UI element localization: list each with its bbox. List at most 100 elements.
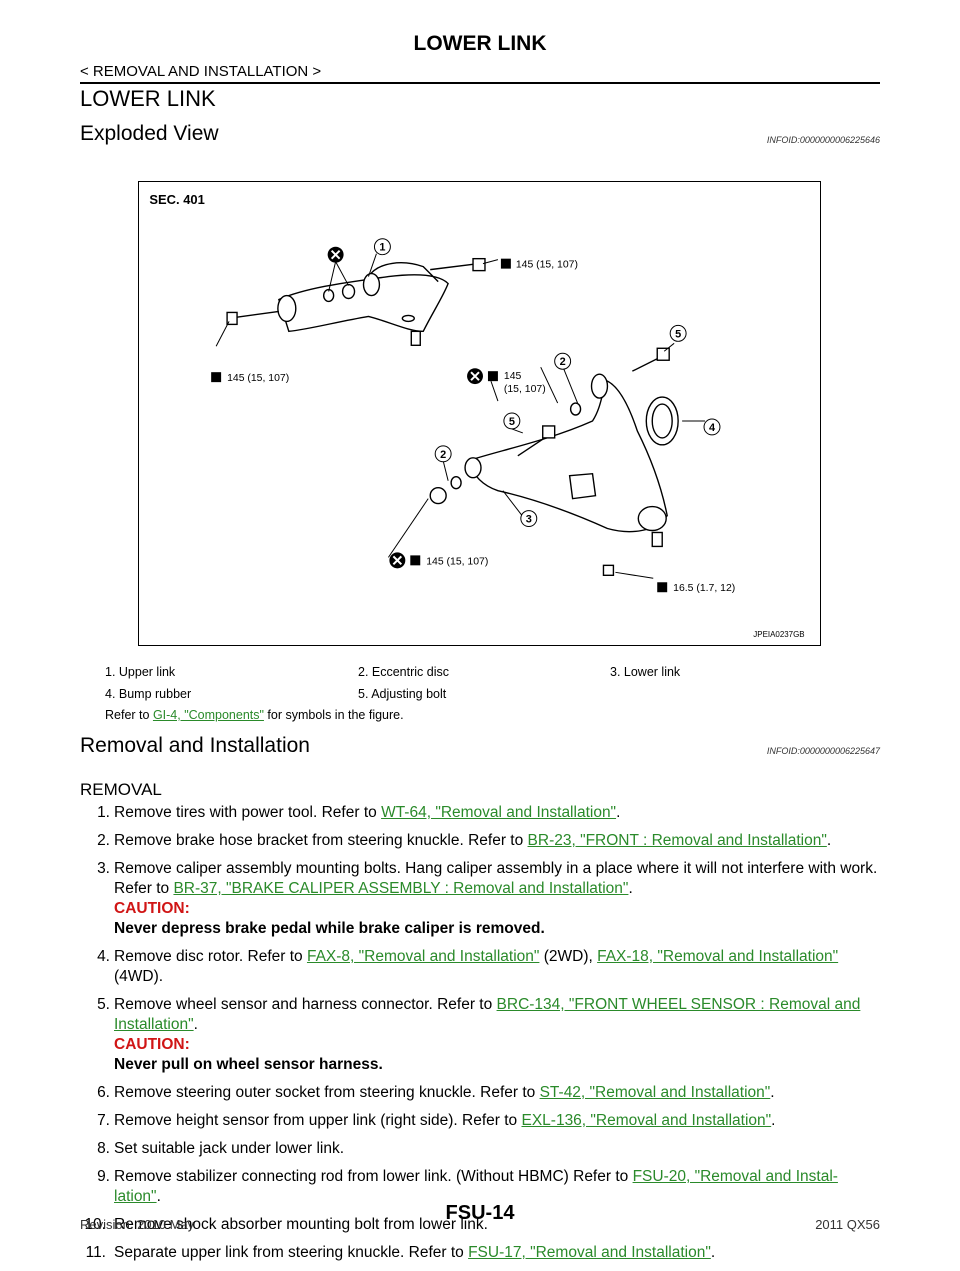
- callouts: 1 2 2 3 4 5 5: [373, 238, 721, 528]
- legend-item: 3. Lower link: [610, 665, 681, 679]
- step-reference-link[interactable]: ST-42, "Removal and Installation": [539, 1084, 771, 1101]
- step-number: 4.: [97, 948, 110, 965]
- removal-step: 10.Remove shock absorber mounting bolt f…: [80, 1215, 880, 1235]
- exploded-view-heading: Exploded View: [80, 122, 219, 145]
- step-text: .: [826, 832, 832, 849]
- wrench-icon: [487, 371, 498, 382]
- step-text: .: [710, 1244, 716, 1261]
- page-number: FSU-14: [445, 1202, 515, 1224]
- step-text: Set suitable jack under lower link.: [114, 1140, 345, 1157]
- step-number: 3.: [97, 860, 110, 877]
- legend-item: 5. Adjusting bolt: [358, 687, 447, 701]
- section-title: LOWER LINK: [80, 86, 216, 111]
- caution-heading: CAUTION:: [114, 900, 190, 917]
- torque-5: 16.5 (1.7, 12): [657, 582, 735, 594]
- step-reference-link[interactable]: WT-64, "Removal and Installation": [381, 804, 617, 821]
- removal-step: 1.Remove tires with power tool. Refer to…: [80, 803, 880, 823]
- step-reference-link[interactable]: BR-37, "BRAKE CALIPER ASSEMBLY : Removal…: [173, 880, 629, 897]
- svg-text:4: 4: [709, 422, 716, 434]
- step-text: Remove stabilizer connecting rod from lo…: [114, 1168, 633, 1185]
- svg-text:145 (15, 107): 145 (15, 107): [516, 260, 578, 271]
- step-text: .: [770, 1084, 775, 1101]
- step-text: Remove brake hose bracket from steering …: [114, 832, 528, 849]
- revision: Revision: 2010 May: [80, 1217, 195, 1232]
- step-reference-link[interactable]: FAX-18, "Removal and Installation": [597, 948, 839, 965]
- step-text: .: [628, 880, 633, 897]
- step-text: .: [156, 1188, 161, 1205]
- removal-step: 2.Remove brake hose bracket from steerin…: [80, 831, 880, 851]
- callout-5a: 5: [669, 324, 687, 342]
- step-text: Remove height sensor from upper link (ri…: [114, 1112, 522, 1129]
- svg-text:5: 5: [509, 416, 515, 428]
- step-number: 11.: [85, 1244, 106, 1261]
- suspension-diagram: SEC. 401: [149, 192, 804, 639]
- wrench-icon: [657, 582, 668, 593]
- leader-lines: [215, 253, 706, 579]
- step-reference-link[interactable]: FSU-17, "Removal and Installation": [468, 1244, 711, 1261]
- step-text: Remove caliper assembly mounting bolts. …: [114, 860, 878, 897]
- svg-text:(15, 107): (15, 107): [504, 384, 546, 395]
- step-text: Remove steering outer socket from steeri…: [114, 1084, 540, 1101]
- wrench-icon: [500, 258, 511, 269]
- step-number: 7.: [97, 1112, 110, 1129]
- upper-link-drawing: [226, 257, 486, 346]
- svg-text:2: 2: [560, 356, 566, 368]
- running-title: LOWER LINK: [413, 32, 547, 55]
- step-reference-link[interactable]: FSU-20, "Removal and Instal-lation": [114, 1168, 838, 1205]
- step-number: 5.: [97, 996, 110, 1013]
- step-number: 8.: [97, 1140, 110, 1157]
- step-text: (2WD),: [539, 948, 598, 965]
- gi-4-components-link[interactable]: GI-4, "Components": [152, 708, 264, 722]
- svg-text:16.5 (1.7, 12): 16.5 (1.7, 12): [673, 583, 735, 594]
- step-text: .: [193, 1016, 198, 1033]
- wrench-icon: [211, 372, 222, 383]
- legend-refer: Refer to GI-4, "Components" for symbols …: [105, 708, 404, 722]
- removal-step: 6.Remove steering outer socket from stee…: [80, 1083, 880, 1103]
- svg-text:145: 145: [504, 371, 522, 382]
- torque-3: 145 (15, 107): [487, 371, 546, 395]
- do-not-reuse-icon: [327, 246, 344, 263]
- step-text: Separate upper link from steering knuckl…: [114, 1244, 469, 1261]
- svg-text:1: 1: [379, 242, 385, 254]
- removal-installation-infoid: INFOID:0000000006225647: [766, 746, 880, 756]
- svg-text:145 (15, 107): 145 (15, 107): [426, 556, 488, 567]
- torque-4: 145 (15, 107): [410, 555, 488, 567]
- torque-labels: 145 (15, 107) 145 (15, 107) 145 (15, 107…: [211, 258, 735, 594]
- step-number: 9.: [97, 1168, 110, 1185]
- do-not-reuse-symbols: [327, 246, 483, 569]
- breadcrumb: < REMOVAL AND INSTALLATION >: [80, 63, 322, 80]
- svg-text:2: 2: [440, 449, 446, 461]
- step-reference-link[interactable]: EXL-136, "Removal and Installation": [521, 1112, 772, 1129]
- step-number: 10.: [84, 1216, 106, 1233]
- removal-installation-heading: Removal and Installation: [80, 734, 310, 757]
- removal-step: 3.Remove caliper assembly mounting bolts…: [80, 859, 880, 939]
- step-text: Remove tires with power tool. Refer to: [114, 804, 382, 821]
- model: 2011 QX56: [815, 1217, 880, 1232]
- callout-3: 3: [520, 510, 538, 528]
- callout-1: 1: [373, 238, 391, 256]
- step-number: 6.: [97, 1084, 110, 1101]
- removal-subheading: REMOVAL: [80, 780, 162, 799]
- removal-step: 7.Remove height sensor from upper link (…: [80, 1111, 880, 1131]
- step-number: 1.: [97, 804, 110, 821]
- callout-2b: 2: [434, 445, 452, 463]
- callout-2a: 2: [554, 352, 572, 370]
- wrench-icon: [410, 555, 421, 566]
- step-text: (4WD).: [114, 968, 164, 985]
- lower-link-drawing: [429, 347, 679, 576]
- legend-item: 4. Bump rubber: [105, 687, 192, 701]
- legend-item: 2. Eccentric disc: [358, 665, 450, 679]
- step-reference-link[interactable]: BR-23, "FRONT : Removal and Installation…: [527, 832, 827, 849]
- caution-text: Never pull on wheel sensor harness.: [114, 1056, 383, 1073]
- step-text: Remove wheel sensor and harness connecto…: [114, 996, 497, 1013]
- step-text: .: [616, 804, 621, 821]
- exploded-view-infoid: INFOID:0000000006225646: [766, 135, 880, 145]
- caution-text: Never depress brake pedal while brake ca…: [114, 920, 545, 937]
- svg-text:3: 3: [526, 514, 532, 526]
- do-not-reuse-icon: [467, 368, 483, 385]
- removal-step: 5.Remove wheel sensor and harness connec…: [80, 995, 880, 1075]
- step-reference-link[interactable]: BRC-134, "FRONT WHEEL SENSOR : Removal a…: [114, 996, 861, 1033]
- callout-5b: 5: [503, 412, 521, 430]
- removal-step: 8.Set suitable jack under lower link.: [80, 1139, 880, 1159]
- step-reference-link[interactable]: FAX-8, "Removal and Installation": [306, 948, 540, 965]
